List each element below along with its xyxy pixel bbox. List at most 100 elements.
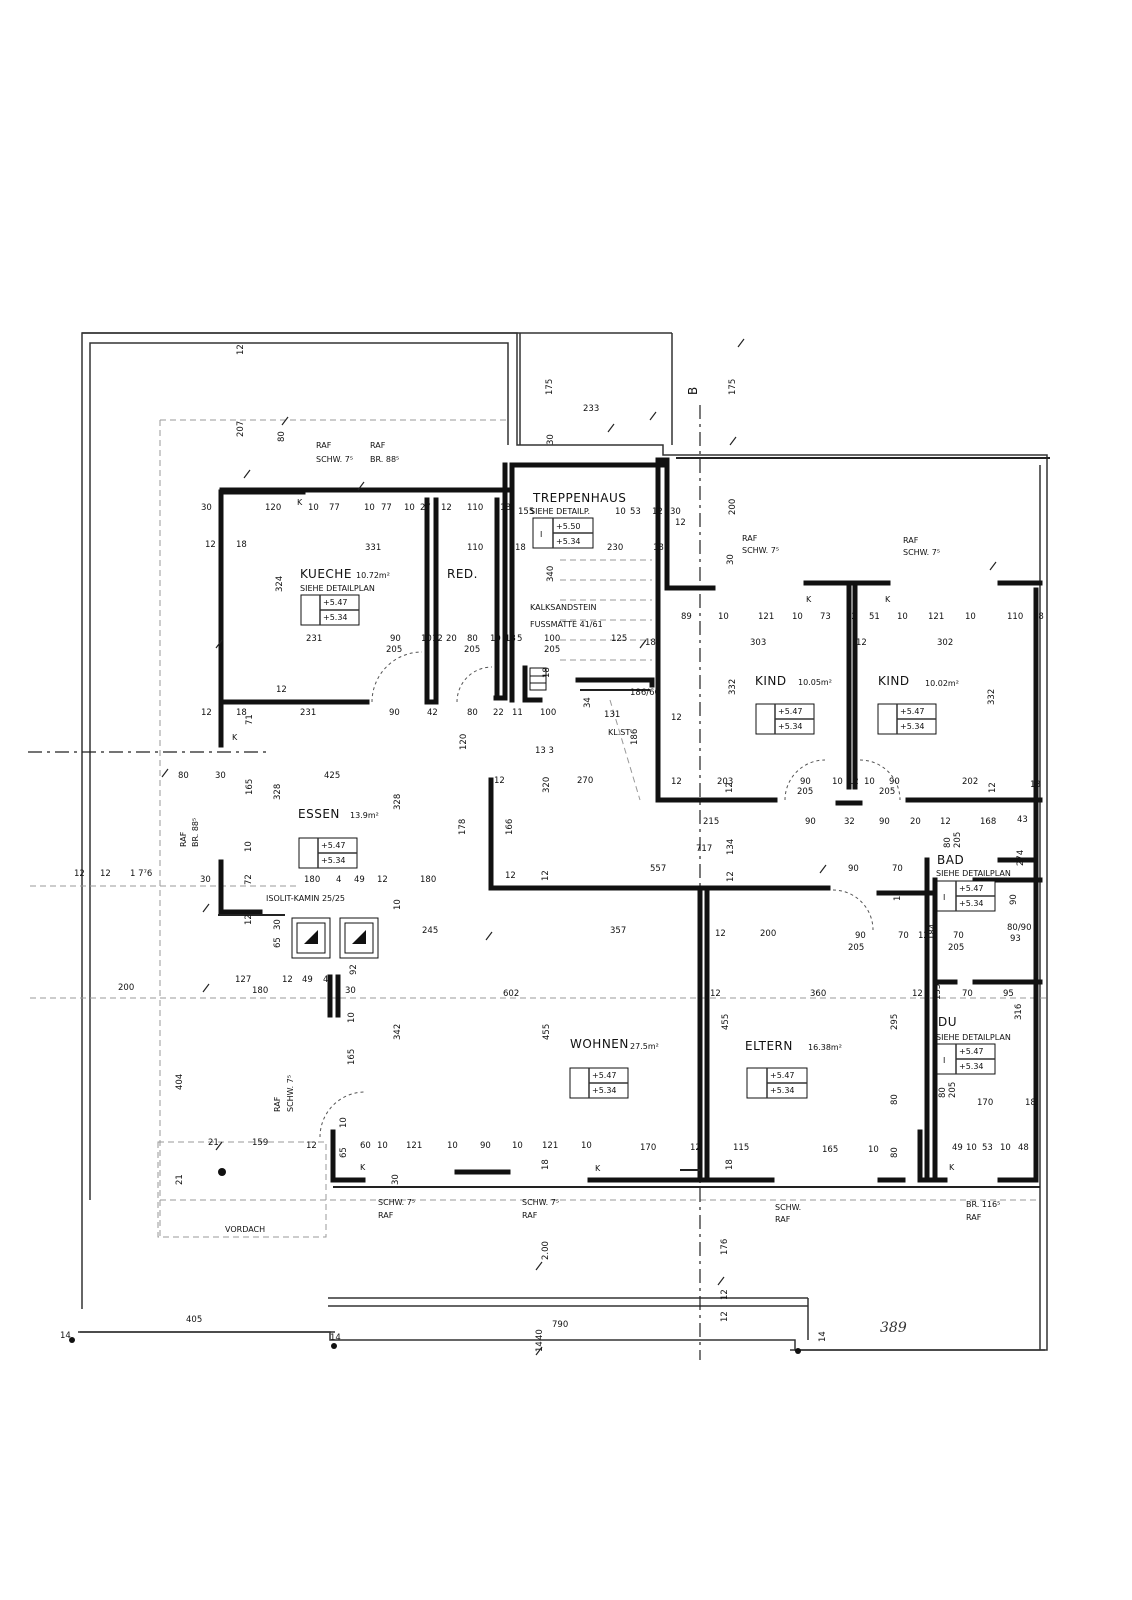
raf-wohnen-side: RAF — [273, 1096, 282, 1112]
room-name-essen: ESSEN — [298, 807, 340, 821]
dim-73: 73 — [820, 612, 831, 622]
dim-10-kd3: 10 — [897, 612, 908, 622]
room-area-essen: 13.9m² — [350, 811, 379, 820]
dim-180-2: 180 — [420, 875, 436, 885]
dim-100-s: 100 — [544, 634, 560, 644]
handwritten-note: 389 — [880, 1320, 907, 1336]
dim-233: 233 — [583, 404, 599, 414]
dim-10-kd2: 10 — [792, 612, 803, 622]
dim-49-2: 49 — [302, 975, 313, 985]
dim-455-2: 455 — [721, 1014, 731, 1030]
dim-110-2: 110 — [467, 543, 483, 553]
dim-90-b1: 90 — [480, 1141, 491, 1151]
dim-30-kam3: 30 — [345, 986, 356, 996]
dim-12-kam: 12 — [244, 914, 254, 925]
k-mark-3: K — [806, 595, 812, 604]
dim-166: 166 — [505, 819, 515, 835]
dim-120-c: 120 — [459, 734, 469, 750]
dim-205-kd2: 205 — [879, 787, 895, 797]
dim-12-kd5: 12 — [848, 777, 859, 787]
dim-27: 27 — [420, 503, 431, 513]
dim-80-r: 80 — [467, 634, 478, 644]
dim-184: 184 — [928, 924, 938, 940]
k-mark-5: K — [360, 1163, 366, 1172]
dim-10-k3: 10 — [404, 503, 415, 513]
level-wohnen-2: +5.34 — [592, 1086, 617, 1095]
dim-10-b2: 10 — [893, 890, 903, 901]
room-name-treppenhaus: TREPPENHAUS — [532, 491, 626, 505]
door-k-marks: K K K K K K K — [232, 498, 955, 1173]
dim-22: 22 — [493, 708, 504, 718]
dim-18-t2: 18 — [515, 543, 526, 553]
br-essen: BR. 88⁵ — [191, 818, 200, 847]
dim-205-w: 205 — [848, 943, 864, 953]
dim-231-1: 231 — [306, 634, 322, 644]
dim-10-t: 10 — [615, 507, 626, 517]
dim-12-e3: 12 — [725, 782, 735, 793]
schw-wohnen-side: SCHW. 7⁵ — [286, 1075, 295, 1112]
dim-717: 717 — [696, 844, 712, 854]
dim-42: 42 — [427, 708, 438, 718]
dim-34: 34 — [583, 697, 593, 708]
dim-200-far: 200 — [118, 983, 134, 993]
dim-274: 274 — [1016, 850, 1026, 866]
dim-92: 92 — [349, 964, 359, 975]
dim-127: 127 — [235, 975, 251, 985]
dim-425: 425 — [324, 771, 340, 781]
dim-90-k2: 90 — [389, 708, 400, 718]
raf-bottom-4: RAF — [966, 1213, 982, 1222]
dim-121-kd2: 121 — [928, 612, 944, 622]
dim-14-b3: 14 — [330, 1333, 341, 1343]
dim-10-r2: 10 — [490, 634, 501, 644]
room-area-kueche: 10.72m² — [356, 571, 390, 580]
dim-12-w2: 12 — [918, 931, 929, 941]
dim-12-b2: 12 — [690, 1143, 701, 1153]
room-labels: KUECHE 10.72m² SIEHE DETAILPLAN +5.47 +5… — [225, 386, 1011, 1336]
level-eltern-2: +5.34 — [770, 1086, 795, 1095]
schw-kind-2: SCHW. 7⁵ — [903, 548, 940, 557]
dim-21-b2: 21 — [175, 1174, 185, 1185]
k-mark-1: K — [297, 498, 303, 507]
dim-455-1: 455 — [542, 1024, 552, 1040]
dim-89: 89 — [681, 612, 692, 622]
walls — [218, 457, 1043, 1188]
room-name-red: RED. — [447, 567, 478, 581]
k-mark-7: K — [949, 1163, 955, 1172]
dim-12-bot: 12 — [720, 1289, 730, 1300]
dim-18-r: 18 — [505, 634, 516, 644]
dim-131: 131 — [604, 710, 620, 720]
dim-14-b1: 14 — [535, 1341, 545, 1352]
dim-12-e6: 12 — [541, 870, 551, 881]
dim-48: 48 — [1018, 1143, 1029, 1153]
dim-30-t: 30 — [670, 507, 681, 517]
dim-10-k2: 10 — [364, 503, 375, 513]
dim-115: 115 — [733, 1143, 749, 1153]
dim-18-kd: 18 — [1033, 612, 1044, 622]
dim-12-kd2: 12 — [856, 638, 867, 648]
level-essen-2: +5.34 — [321, 856, 346, 865]
dim-10-b8: 10 — [966, 1143, 977, 1153]
dim-1776: 1 7⁷6 — [130, 869, 152, 879]
dim-10-w: 10 — [347, 1012, 357, 1023]
dim-14-b2: 14 — [60, 1331, 71, 1341]
axis-b-label: B — [686, 386, 700, 395]
dim-12-e4: 12 — [377, 875, 388, 885]
dim-121-b2: 121 — [542, 1141, 558, 1151]
dim-13-3: 13 3 — [535, 746, 554, 756]
dim-20-c: 20 — [910, 817, 921, 827]
dim-71: 71 — [245, 714, 255, 725]
dim-95: 95 — [1003, 989, 1014, 999]
room-name-kind-1: KIND — [755, 674, 787, 688]
dim-53-b: 53 — [982, 1143, 993, 1153]
dim-10-b5: 10 — [512, 1141, 523, 1151]
dim-245: 245 — [422, 926, 438, 936]
dim-12-e7: 12 — [726, 871, 736, 882]
level-kind-2-a: +5.47 — [900, 707, 925, 716]
dim-80-du: 80 — [938, 1087, 948, 1098]
dim-65-kam: 65 — [273, 937, 283, 948]
level-kind-2-b: +5.34 — [900, 722, 925, 731]
dim-405: 405 — [186, 1315, 202, 1325]
level-bad-1: +5.47 — [959, 884, 984, 893]
dim-10-e: 10 — [244, 841, 254, 852]
